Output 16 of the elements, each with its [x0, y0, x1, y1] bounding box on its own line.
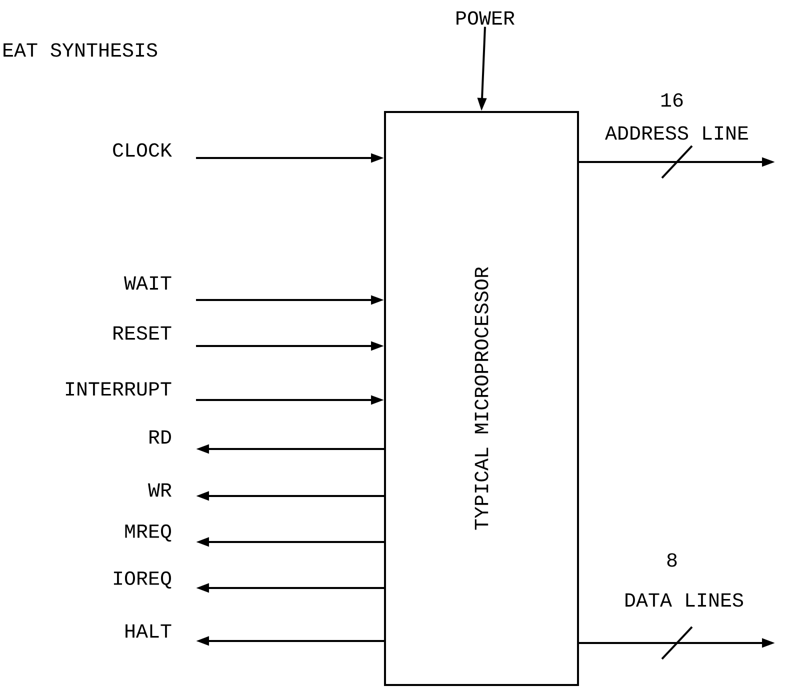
- label-text: DATA LINES: [626, 593, 743, 607]
- label-text: EAT SYNTHESIS: [4, 43, 158, 57]
- signal-label: WAIT: [124, 276, 172, 290]
- signal-label: INTERRUPT: [66, 382, 172, 396]
- label-text: 16: [661, 93, 683, 107]
- signal-label: RD: [150, 430, 171, 444]
- signal-label: HALT: [126, 624, 172, 638]
- signal-label: MREQ: [125, 524, 172, 542]
- signal-label: POWER: [456, 11, 514, 25]
- signal-label: WR: [148, 483, 172, 497]
- label-text: 8: [667, 553, 677, 567]
- signal-label: RESET: [114, 326, 172, 340]
- signal-label: CLOCK: [113, 143, 172, 157]
- label-text: ADDRESS LINE: [605, 126, 748, 140]
- signal-label: IOREQ: [114, 571, 172, 589]
- microprocessor-box: TYPICAL MICROPROCESSOR: [384, 111, 579, 686]
